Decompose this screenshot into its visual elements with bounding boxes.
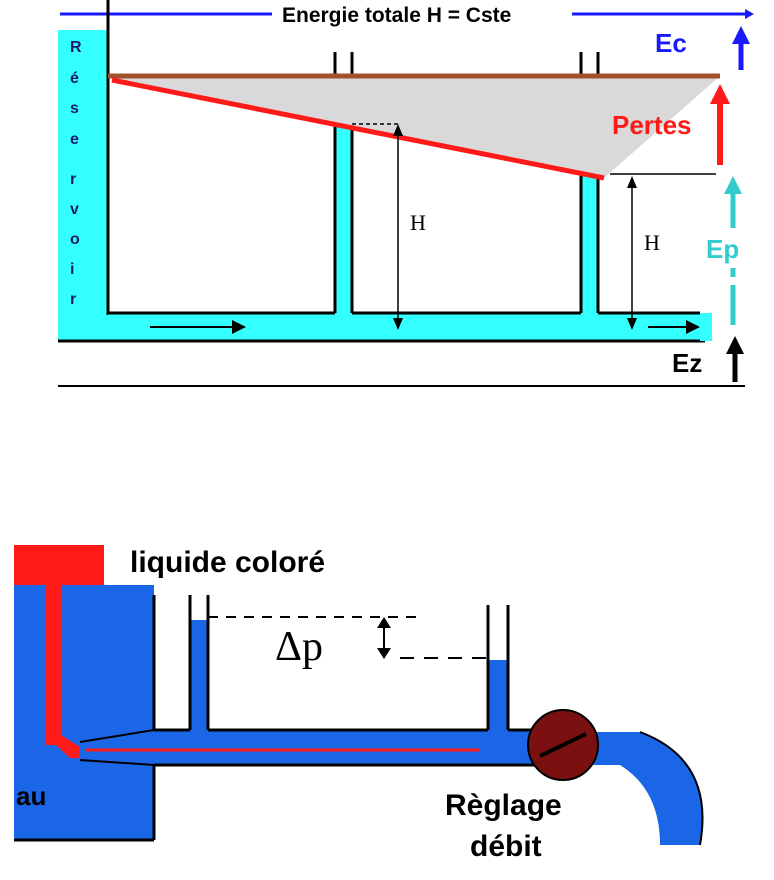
dye-tube-vertical: [45, 585, 61, 745]
reservoir: [58, 30, 108, 340]
ec-label: Ec: [655, 28, 687, 58]
top-diagram: Energie totale H = Cste R é s e r v o i …: [58, 0, 754, 387]
piezometer-1-water: [335, 124, 352, 314]
dye-tube-elbow: [45, 735, 85, 758]
valve-label-line2: débit: [470, 830, 542, 863]
svg-text:o: o: [70, 231, 80, 248]
svg-text:R: R: [70, 39, 82, 56]
svg-text:r: r: [70, 291, 76, 308]
test-tube: [154, 730, 534, 765]
svg-text:é: é: [70, 70, 79, 87]
pipe-outlet: [700, 313, 712, 341]
svg-text:e: e: [70, 131, 79, 148]
water-tank: [14, 585, 154, 840]
valve-label-line1: Règlage: [445, 789, 562, 822]
ez-label: Ez: [672, 348, 702, 378]
inlet-nozzle: [80, 730, 154, 765]
piezometric-line: [111, 77, 605, 181]
dye-reservoir: [14, 545, 104, 585]
h-left-label: H: [410, 210, 426, 235]
svg-text:r: r: [70, 171, 76, 188]
head-loss-area: [110, 76, 720, 178]
total-energy-title: Energie totale H = Cste: [282, 4, 511, 27]
bottom-diagram: au liquide coloré Δp: [14, 545, 704, 863]
ep-label: Ep: [706, 234, 739, 264]
total-energy-arrowhead: [745, 9, 754, 19]
svg-text:s: s: [70, 100, 79, 117]
svg-text:v: v: [70, 201, 79, 218]
tank-label: au: [16, 781, 46, 811]
reservoir-label: R é s e r v o i r: [70, 39, 82, 308]
pertes-label: Pertes: [612, 110, 692, 140]
piezometer-2-water: [581, 176, 598, 314]
liquid-label: liquide coloré: [130, 546, 325, 579]
delta-p-label: Δp: [275, 624, 323, 670]
h-right-label: H: [644, 230, 660, 255]
svg-text:i: i: [70, 261, 74, 278]
